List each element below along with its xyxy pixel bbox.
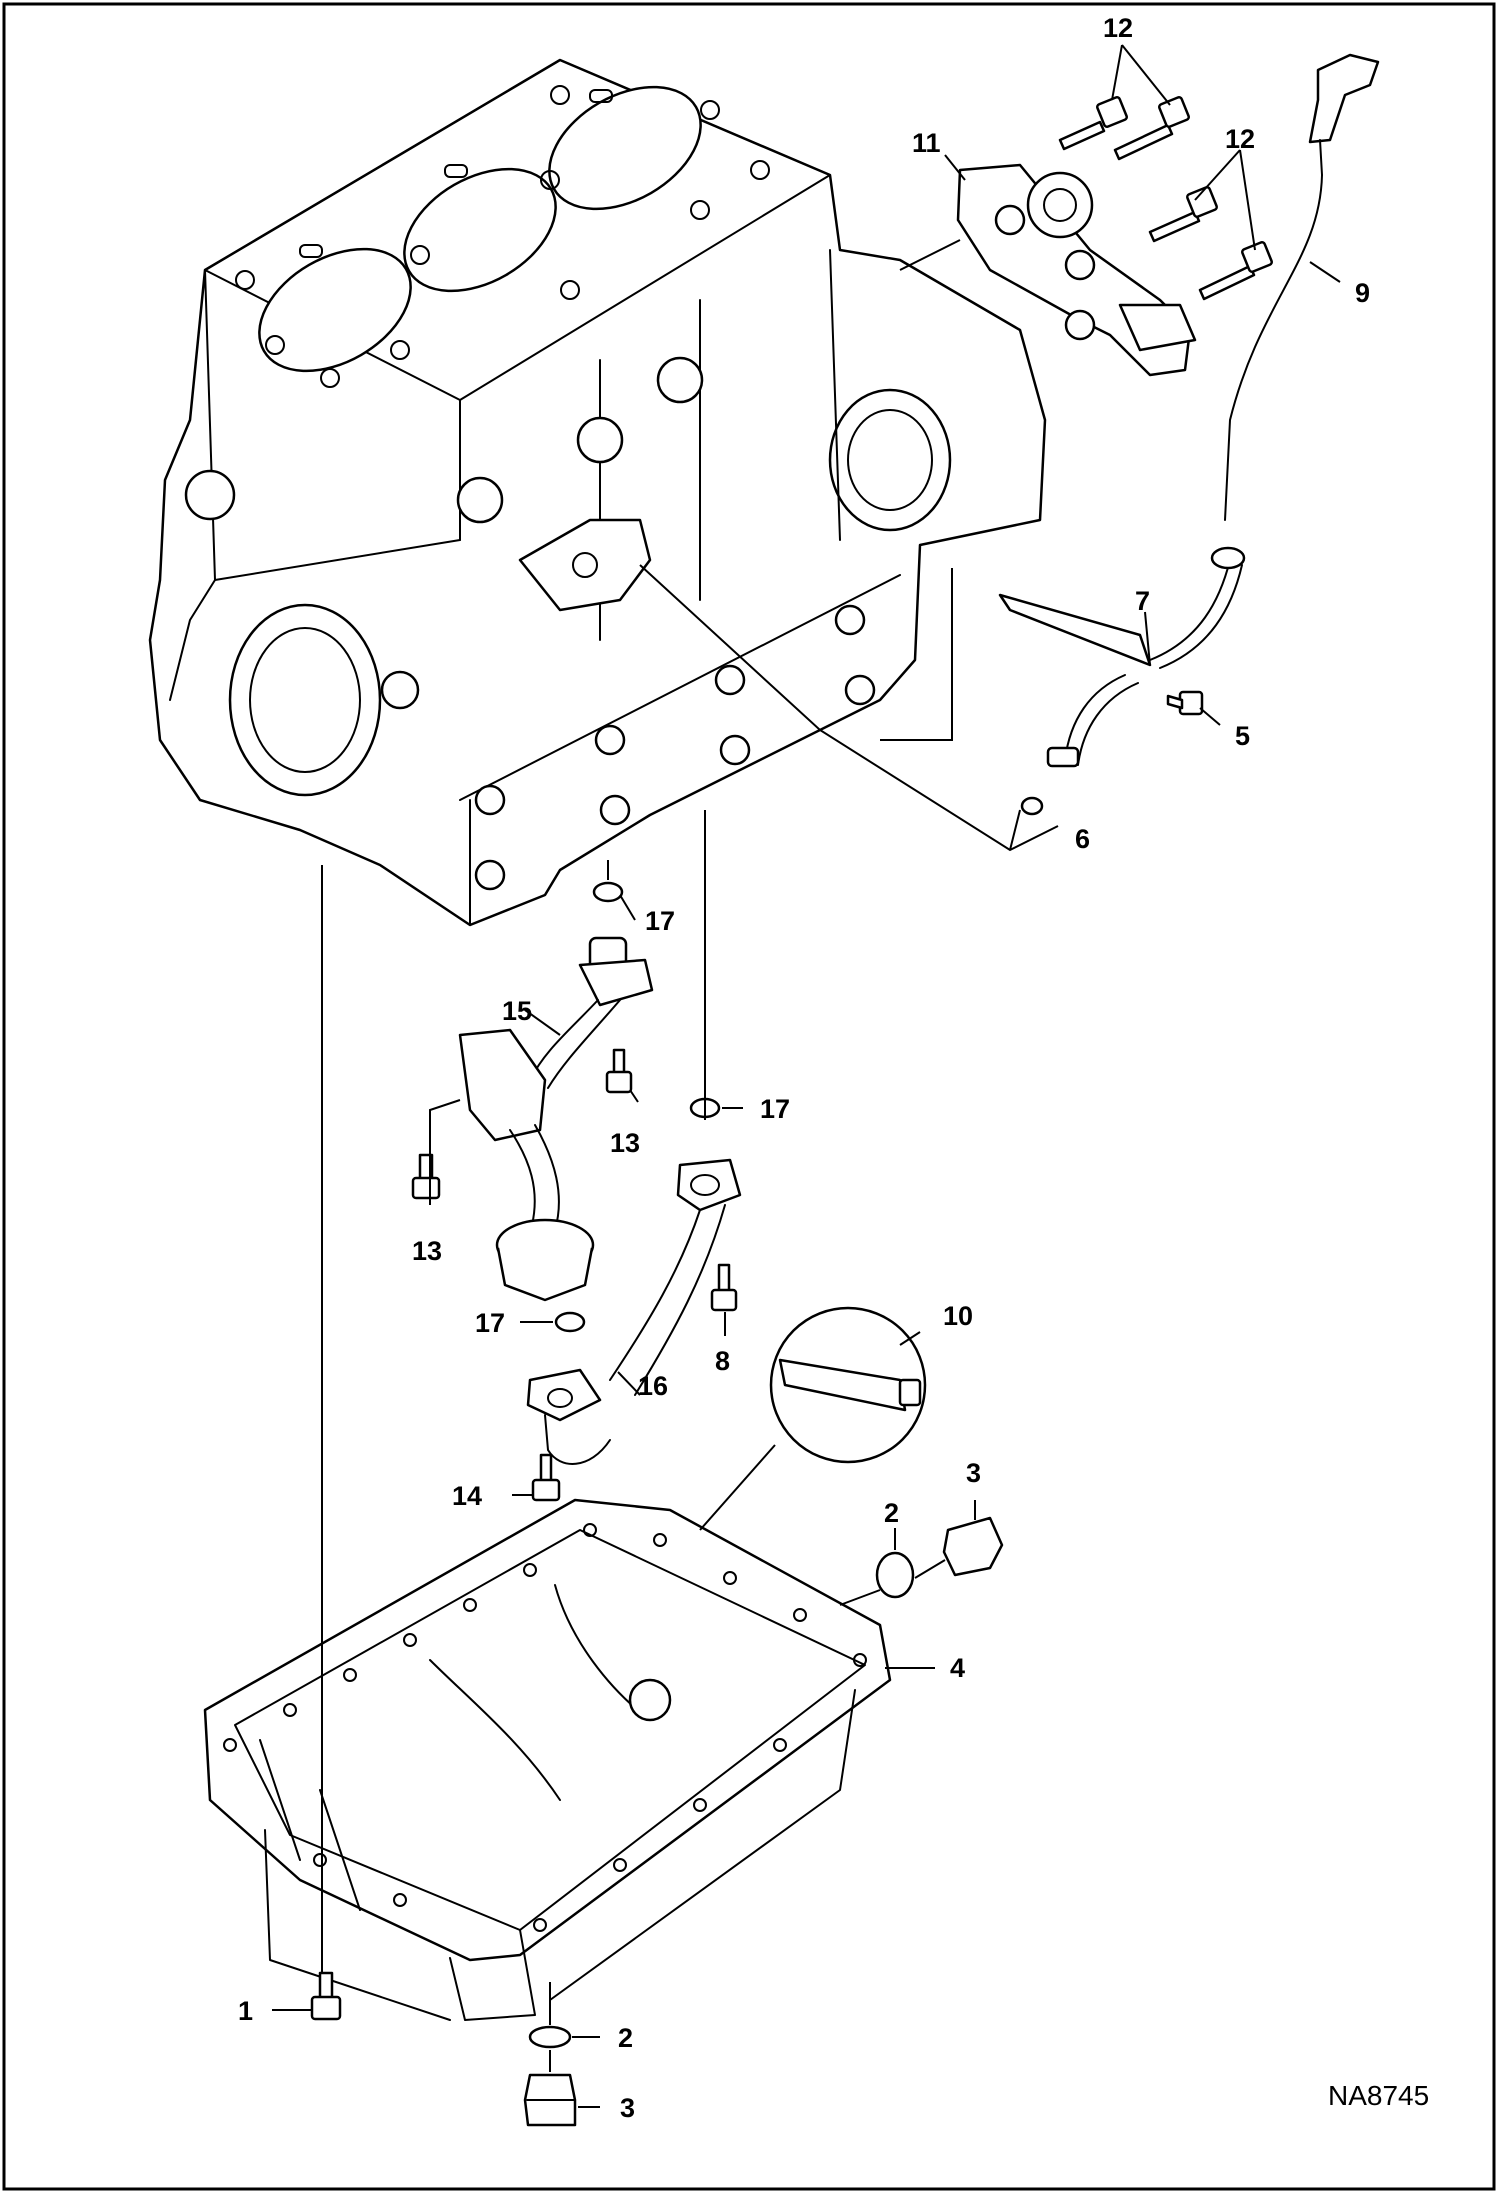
dipstick <box>1224 53 1380 521</box>
callout-14: 14 <box>452 1481 482 1511</box>
callout-8: 8 <box>715 1346 730 1376</box>
callout-10: 10 <box>943 1301 973 1331</box>
callout-3-lower: 3 <box>620 2093 635 2123</box>
callout-2-upper: 2 <box>884 1498 899 1528</box>
oil-pickup-tube <box>458 936 654 1302</box>
callout-12-right: 12 <box>1225 124 1255 154</box>
leader-lines <box>272 44 1341 2108</box>
callout-17-middle: 17 <box>760 1094 790 1124</box>
bolt-1 <box>310 1971 342 2021</box>
bolt-8 <box>710 1263 738 1312</box>
callout-2-lower: 2 <box>618 2023 633 2053</box>
callout-7: 7 <box>1135 586 1150 616</box>
o-ring-6 <box>1020 796 1044 816</box>
oil-pan <box>203 1498 892 2021</box>
callout-17-upper: 17 <box>645 906 675 936</box>
callout-13-upper: 13 <box>610 1128 640 1158</box>
crankcase-bolt-bosses <box>474 604 876 891</box>
callout-labels: 12 12 11 9 7 5 6 17 15 13 17 13 17 8 10 … <box>238 13 1370 2123</box>
callout-15: 15 <box>502 996 532 1026</box>
oil-suction-pipe <box>526 1158 742 1465</box>
bolts-13 <box>411 1048 633 1200</box>
oil-pump-bolts <box>1058 96 1273 301</box>
callout-6: 6 <box>1075 824 1090 854</box>
figure-id: NA8745 <box>1328 2080 1429 2111</box>
bolt-14 <box>531 1453 561 1502</box>
o-ring-17-lower <box>554 1311 586 1333</box>
oil-pump <box>956 163 1197 377</box>
callout-5: 5 <box>1235 721 1250 751</box>
deck-holes <box>235 85 770 388</box>
callout-13-lower: 13 <box>412 1236 442 1266</box>
callout-1: 1 <box>238 1996 253 2026</box>
callout-3-upper: 3 <box>966 1458 981 1488</box>
dipstick-tube <box>998 546 1246 768</box>
callout-4: 4 <box>950 1653 965 1683</box>
callout-9: 9 <box>1355 278 1370 308</box>
o-ring-17-upper <box>592 881 624 903</box>
callout-16: 16 <box>638 1371 668 1401</box>
callout-12-upper: 12 <box>1103 13 1133 43</box>
drain-plug-upper <box>875 1516 1004 1599</box>
bolt-5 <box>1166 690 1204 716</box>
oil-pan-flange-holes <box>223 1523 867 1932</box>
engine-block <box>148 58 1047 927</box>
sealant-tube-magnifier <box>769 1306 927 1464</box>
drain-plug-lower <box>523 2025 577 2127</box>
callout-17-lower: 17 <box>475 1308 505 1338</box>
callout-11: 11 <box>912 128 941 158</box>
